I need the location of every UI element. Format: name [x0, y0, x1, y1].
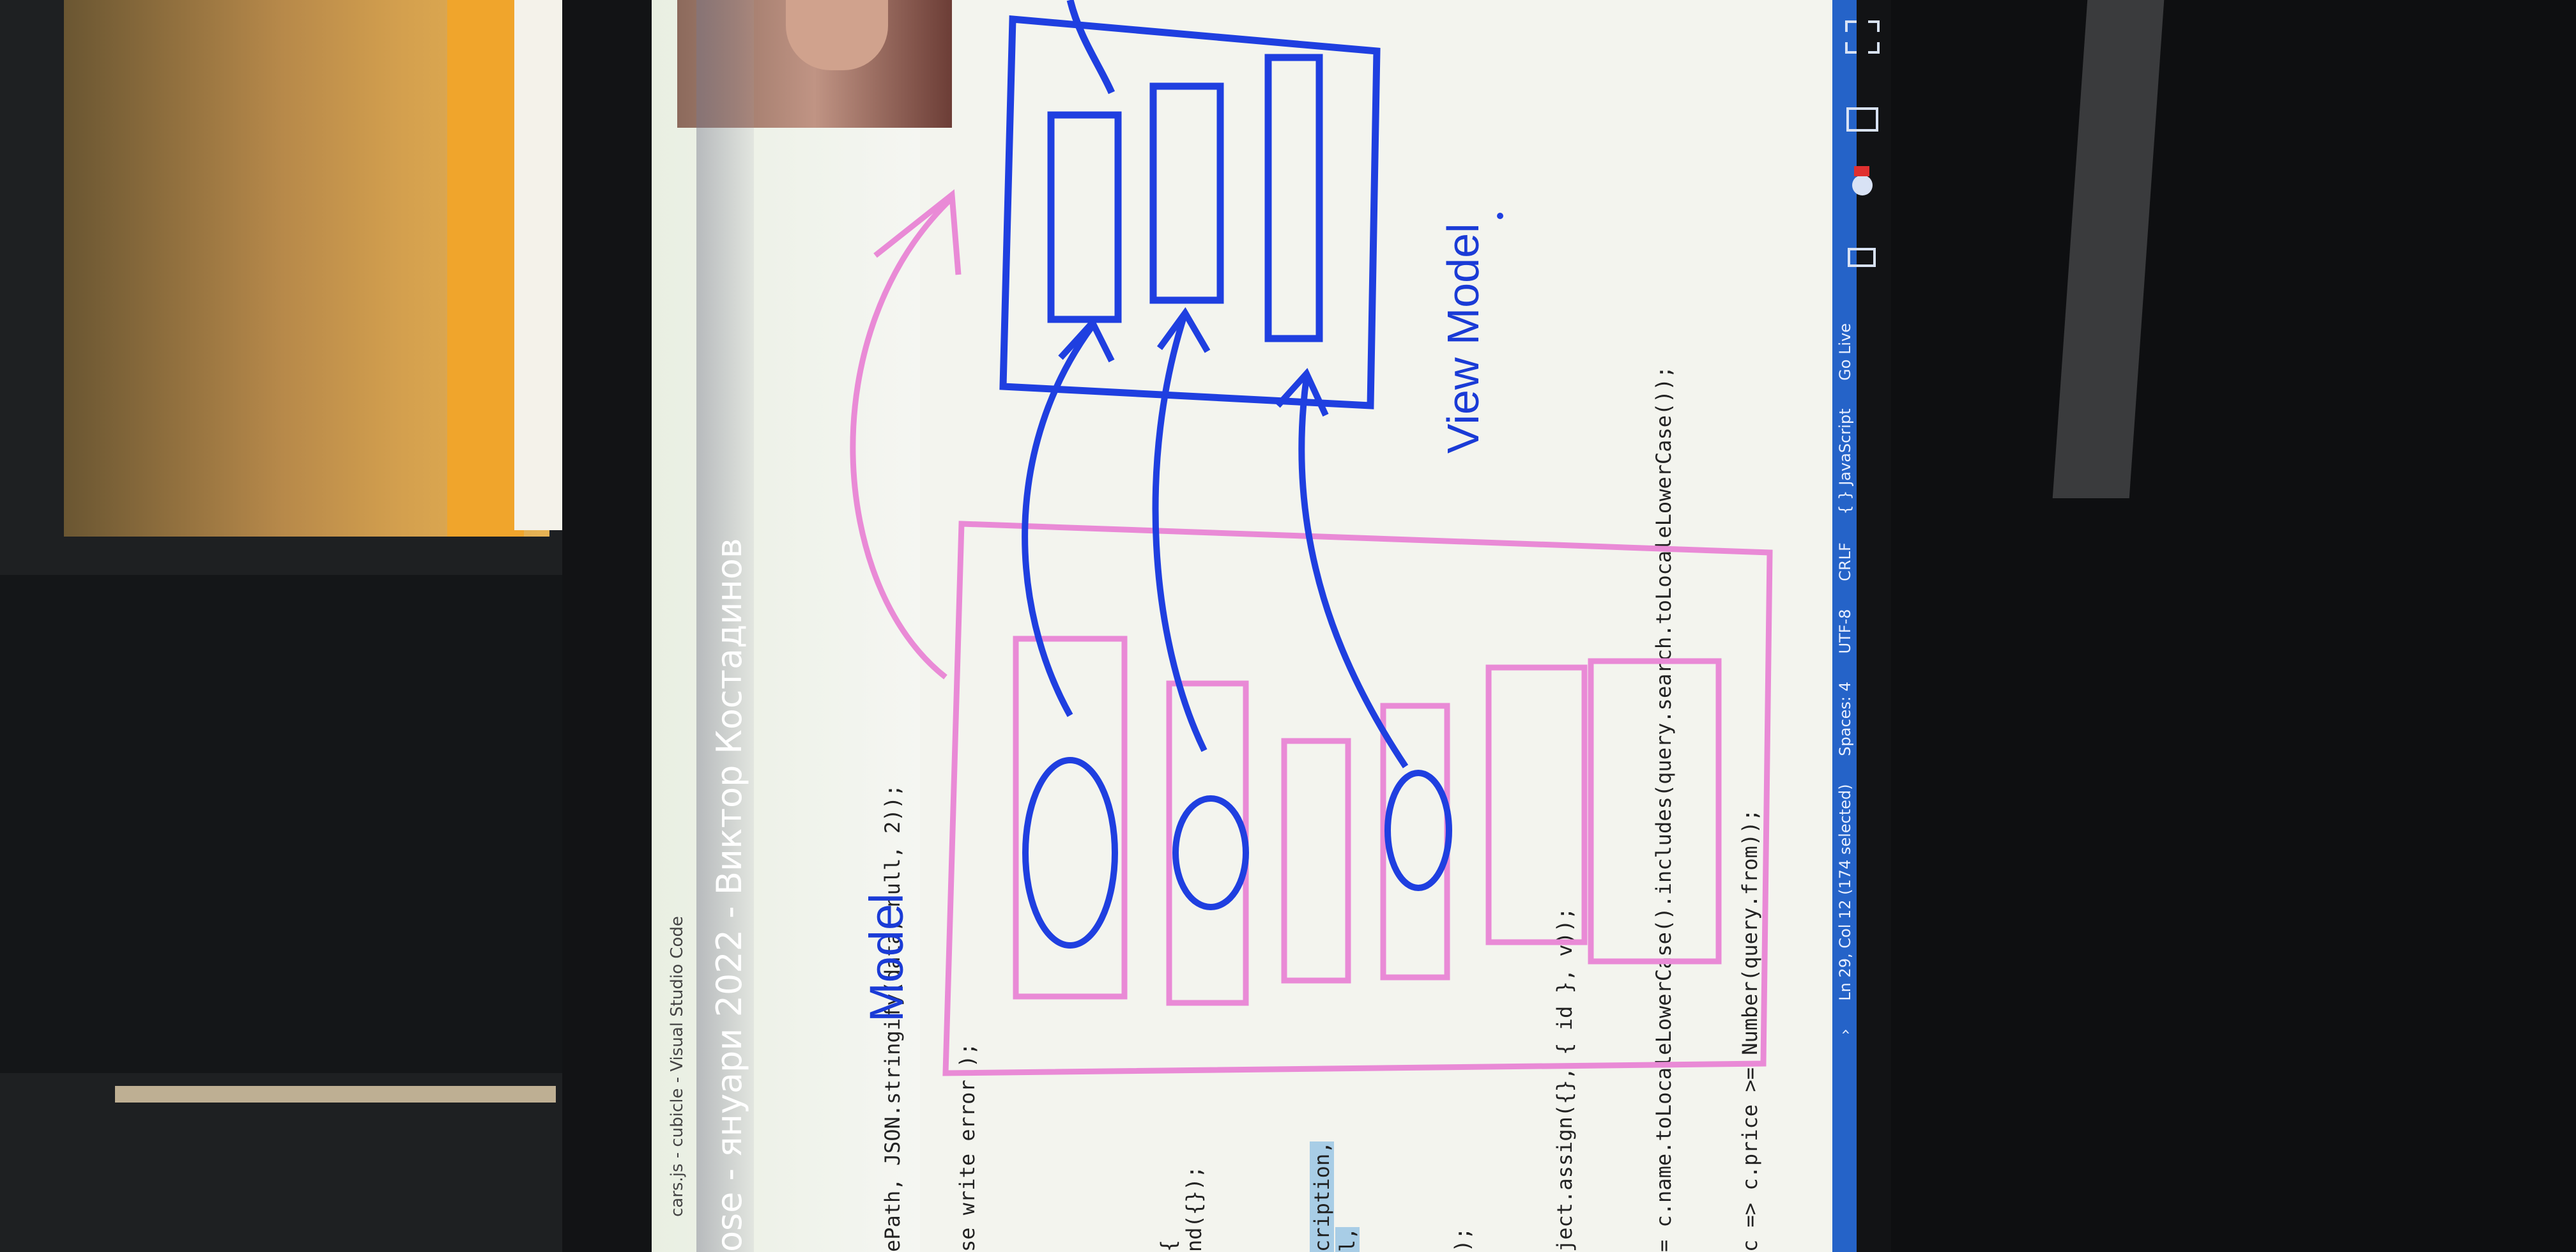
settings-icon[interactable]	[1852, 175, 1873, 195]
model-field-6	[1588, 658, 1722, 965]
model-field-1	[1013, 636, 1128, 1000]
view-model-label-wrap: View Model	[1438, 223, 1489, 454]
blue-arrow-3	[1298, 376, 1409, 768]
blue-stroke-top	[1066, 0, 1116, 95]
view-model-field-3	[1264, 54, 1323, 342]
shelf	[0, 575, 562, 1073]
view-model-field-2	[1149, 82, 1224, 304]
cast-icon[interactable]	[1846, 107, 1878, 132]
hd-badge-icon	[1854, 166, 1869, 176]
screen-glare	[652, 0, 920, 1252]
model-field-5	[1485, 664, 1588, 945]
blue-circle-2	[1172, 795, 1249, 910]
blue-arrow-1	[1022, 324, 1096, 717]
model-label-wrap: Model	[859, 893, 914, 1022]
model-field-3	[1281, 738, 1351, 984]
dot	[1497, 213, 1503, 219]
player-controls	[1845, 20, 1880, 267]
model-field-2	[1166, 680, 1249, 1006]
cc-icon[interactable]	[1848, 248, 1876, 267]
blue-arrow-2	[1152, 312, 1208, 752]
shelf-edge	[115, 1086, 556, 1103]
video-title-banner	[696, 0, 754, 1252]
view-model-label: View Model	[1438, 223, 1488, 454]
presenter-face	[786, 0, 888, 70]
blue-circle-1	[1022, 757, 1118, 949]
keyboard	[1891, 0, 2576, 1252]
fullscreen-icon[interactable]	[1845, 20, 1880, 54]
view-model-box	[999, 15, 1381, 409]
view-model-field-1	[1047, 111, 1122, 323]
pink-arrow	[850, 195, 954, 680]
model-label: Model	[860, 893, 913, 1022]
model-outer-box	[942, 521, 1773, 1076]
curtain	[447, 0, 524, 537]
blue-circle-3	[1384, 770, 1452, 891]
status-bar	[1832, 0, 1857, 1252]
